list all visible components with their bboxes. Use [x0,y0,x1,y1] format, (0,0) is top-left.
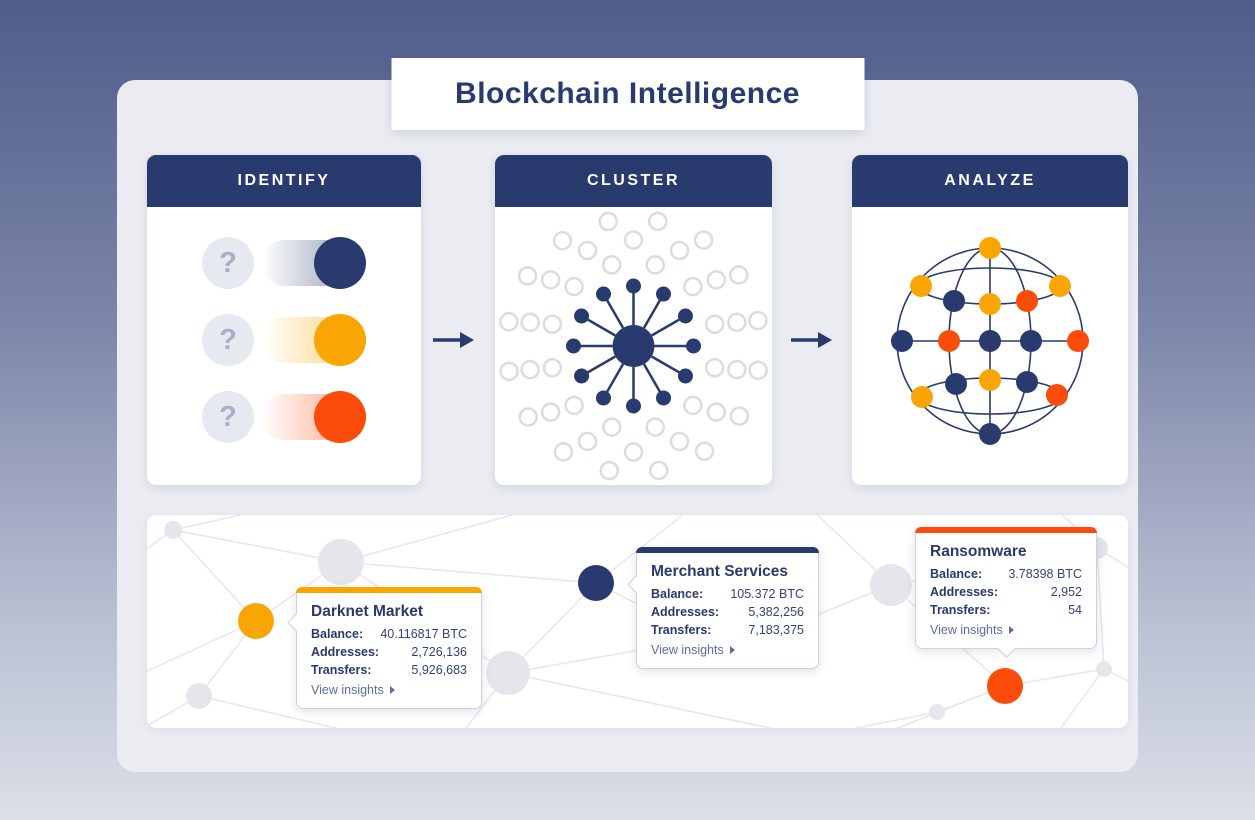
title-banner: Blockchain Intelligence [391,58,864,130]
network-lines-and-nodes [147,515,1128,728]
orange-node [314,314,366,366]
card-title: Darknet Market [311,603,423,620]
identify-header: IDENTIFY [147,155,421,207]
chevron-right-icon [389,686,395,694]
darknet-market-node[interactable] [238,603,274,639]
ransomware-card: Ransomware Balance:3.78398 BTC Addresses… [915,527,1097,658]
identify-panel: IDENTIFY ? ? ? [147,155,421,485]
transfers-row: Transfers:7,183,375 [651,623,804,637]
merchant-services-card: Merchant Services Balance:105.372 BTC Ad… [627,547,819,669]
cluster-hub-node [612,325,655,367]
cluster-body [495,207,772,485]
transfers-row: Transfers:5,926,683 [311,663,467,677]
balance-row: Balance:3.78398 BTC [930,567,1082,581]
analyze-header-label: ANALYZE [944,172,1036,189]
analyze-body [852,207,1128,485]
view-insights-link[interactable]: View insights [930,623,1082,637]
chevron-right-icon [729,646,735,654]
page-title: Blockchain Intelligence [455,77,800,110]
question-mark-icon: ? [202,391,254,443]
view-insights-link[interactable]: View insights [651,643,804,657]
identify-transition-red [262,391,366,443]
merchant-services-node[interactable] [578,565,614,601]
identify-row-unknown-to-navy: ? [202,237,366,289]
question-mark-icon: ? [202,314,254,366]
network-gray-nodes [164,521,1112,720]
cluster-panel: CLUSTER [495,155,772,485]
darknet-market-card: Darknet Market Balance:40.116817 BTC Add… [287,587,482,709]
view-insights-link[interactable]: View insights [311,683,467,697]
cluster-header-label: CLUSTER [586,172,681,189]
navy-node [314,237,366,289]
globe-nodes [891,237,1089,445]
red-node [314,391,366,443]
identify-row-unknown-to-red: ? [202,391,366,443]
identify-header-label: IDENTIFY [237,172,331,189]
addresses-row: Addresses:5,382,256 [651,605,804,619]
analyze-panel: ANALYZE [852,155,1128,485]
analyze-header: ANALYZE [852,155,1128,207]
transaction-graph-panel: Darknet Market Balance:40.116817 BTC Add… [147,515,1128,728]
card-title: Ransomware [930,543,1027,560]
cluster-header: CLUSTER [495,155,772,207]
chevron-right-icon [1008,626,1014,634]
question-mark-icon: ? [202,237,254,289]
ransomware-node[interactable] [987,668,1023,704]
identify-transition-navy [262,237,366,289]
arrow-right-icon [433,332,474,348]
card-accent-bar [296,587,482,593]
card-title: Merchant Services [651,563,788,580]
addresses-row: Addresses:2,726,136 [311,645,467,659]
identify-body: ? ? ? [147,207,421,485]
transfers-row: Transfers:54 [930,603,1082,617]
card-accent-bar [636,547,819,553]
main-container: Blockchain Intelligence IDENTIFY ? ? [117,58,1138,772]
identify-row-unknown-to-orange: ? [202,314,366,366]
identify-transition-orange [262,314,366,366]
card-accent-bar [915,527,1097,533]
balance-row: Balance:105.372 BTC [651,587,804,601]
cluster-graphic [499,211,768,481]
globe-graph-graphic [891,237,1089,445]
arrow-right-icon [791,332,832,348]
addresses-row: Addresses:2,952 [930,585,1082,599]
balance-row: Balance:40.116817 BTC [311,627,467,641]
